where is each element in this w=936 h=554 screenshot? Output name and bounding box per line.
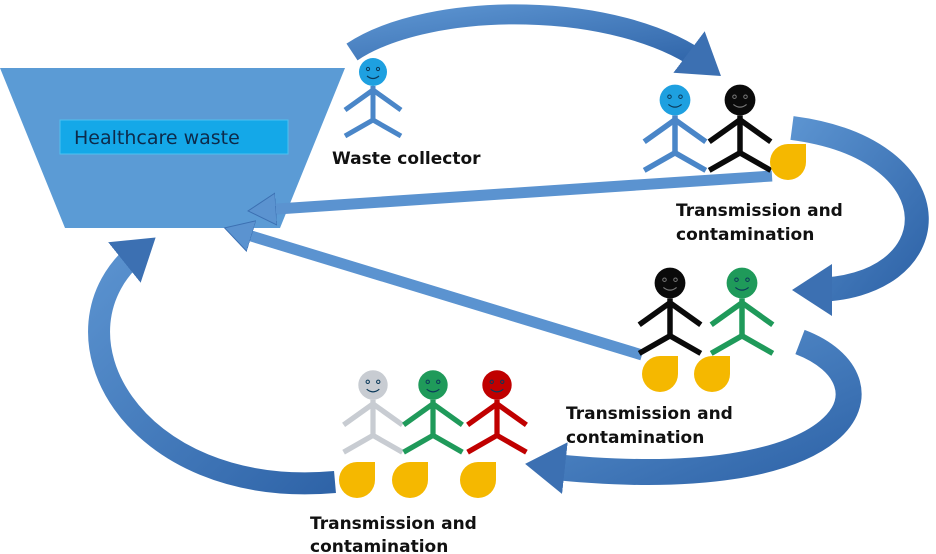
head xyxy=(659,84,691,116)
arrow-stage2-to-bin xyxy=(238,232,644,361)
curved-arrow-trio-to-bin xyxy=(88,237,336,495)
head xyxy=(726,267,758,299)
contamination-drop-icon xyxy=(392,462,428,498)
eye xyxy=(489,379,494,385)
contamination-drop-icon xyxy=(460,462,496,498)
stage3-label-line1: Transmission and xyxy=(310,514,477,534)
eye xyxy=(678,94,683,99)
stage1-label-line1: Transmission and xyxy=(676,201,843,221)
legs xyxy=(402,432,464,455)
head xyxy=(654,267,686,299)
legs xyxy=(637,332,703,356)
legs xyxy=(342,432,404,455)
smile xyxy=(668,103,682,108)
eye xyxy=(365,66,371,72)
eye xyxy=(375,66,381,72)
head xyxy=(724,84,756,116)
arms xyxy=(707,116,773,145)
stage3-label-line2: contamination xyxy=(310,537,448,554)
eye xyxy=(500,379,505,385)
contamination-drop-icon xyxy=(694,356,730,392)
legs xyxy=(642,149,708,173)
stage1-black-person xyxy=(707,84,773,173)
arms xyxy=(642,116,708,145)
stage3-gray-person xyxy=(342,370,404,455)
arms xyxy=(343,86,403,113)
contamination-drop-icon xyxy=(642,356,678,392)
stage1-label-line2: contamination xyxy=(676,225,814,245)
stage2-label-line2: contamination xyxy=(566,428,704,448)
eye xyxy=(667,94,672,99)
smile xyxy=(663,286,677,291)
smile xyxy=(366,75,380,80)
eye xyxy=(732,94,737,99)
healthcare-waste-label: Healthcare waste xyxy=(74,127,240,149)
head xyxy=(358,370,388,400)
curved-arrow-collector-to-pair xyxy=(346,4,721,77)
legs xyxy=(709,332,775,356)
eye xyxy=(662,277,667,282)
eye xyxy=(436,379,441,385)
contamination-drop-icon xyxy=(770,144,806,180)
eye xyxy=(745,277,750,282)
head xyxy=(359,58,387,86)
arms xyxy=(402,400,464,428)
eye xyxy=(376,379,381,385)
stage3-red-person xyxy=(466,370,528,455)
eye xyxy=(425,379,430,385)
legs xyxy=(343,117,403,139)
legs xyxy=(707,149,773,173)
stage2-label-line1: Transmission and xyxy=(566,404,733,424)
head xyxy=(482,370,512,400)
arms xyxy=(637,299,703,328)
waste-collector-figure xyxy=(343,58,403,139)
contamination-drop-icon xyxy=(339,462,375,498)
smile xyxy=(366,388,380,393)
curved-arrow-pair-to-second-pair xyxy=(790,116,929,316)
stage2-green-person xyxy=(709,267,775,356)
eye xyxy=(734,277,739,282)
eye xyxy=(365,379,370,385)
eye xyxy=(673,277,678,282)
arms xyxy=(342,400,404,428)
legs xyxy=(466,432,528,455)
arms xyxy=(466,400,528,428)
stage3-green-person xyxy=(402,370,464,455)
head xyxy=(418,370,448,400)
eye xyxy=(743,94,748,99)
smile xyxy=(490,388,504,393)
healthcare-waste-label-box xyxy=(59,119,289,155)
waste-collector-label: Waste collector xyxy=(332,149,481,169)
smile xyxy=(426,388,440,393)
arms xyxy=(709,299,775,328)
arrow-stage1-to-bin xyxy=(262,170,773,210)
stage2-black-person xyxy=(637,267,703,356)
stage1-blue-person xyxy=(642,84,708,173)
smile xyxy=(733,103,747,108)
smile xyxy=(735,286,749,291)
curved-arrow-second-pair-to-trio xyxy=(525,329,862,494)
